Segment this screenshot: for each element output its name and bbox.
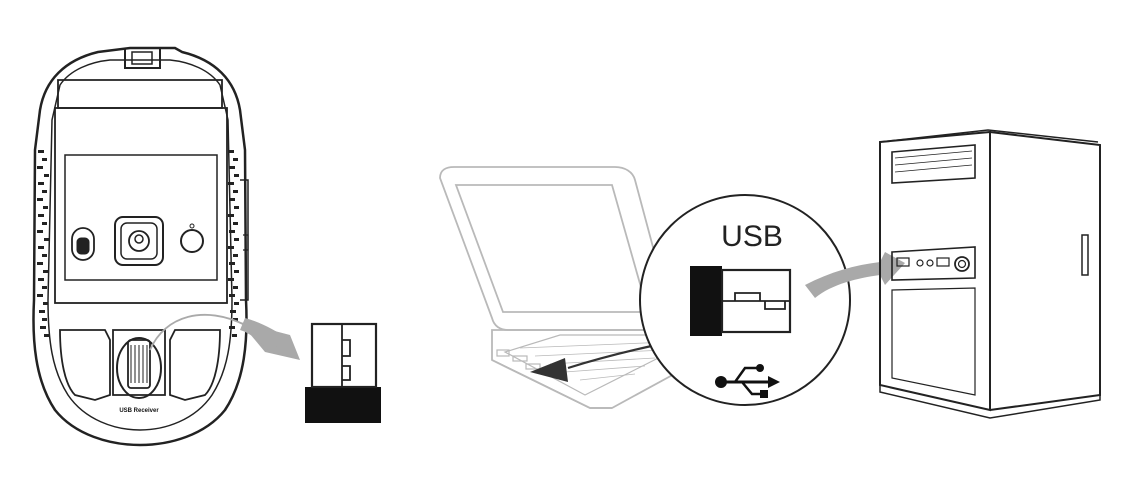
receiver-label: USB Receiver [119, 408, 159, 414]
usb-magnifier: USB [639, 194, 851, 406]
usb-symbol-icon [715, 364, 780, 398]
arrow-to-receiver [149, 313, 300, 360]
desktop-tower [879, 129, 1101, 419]
mouse-side-texture [37, 150, 239, 337]
usb-receiver [305, 322, 381, 423]
mouse-underside [32, 46, 249, 447]
usb-label: USB [721, 220, 783, 253]
